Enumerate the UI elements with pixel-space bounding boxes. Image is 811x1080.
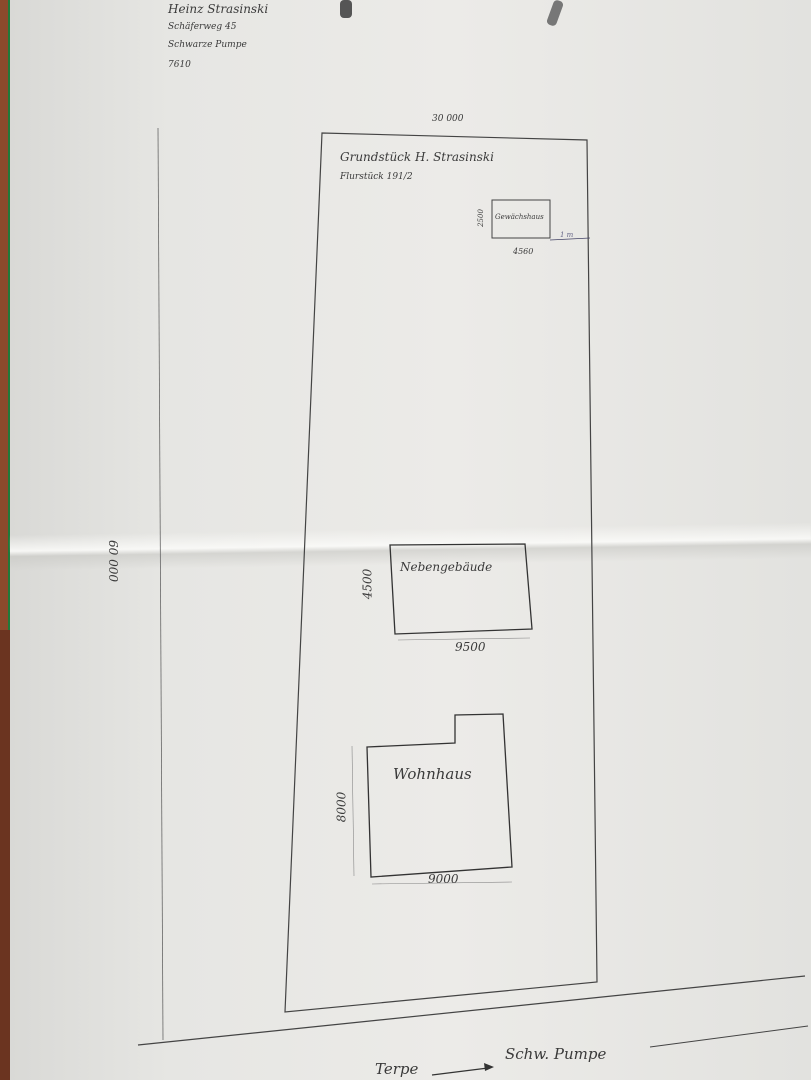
greenhouse-distance-note: 1 m	[560, 231, 574, 239]
greenhouse-width: 4560	[513, 247, 534, 256]
road-from-label: Terpe	[375, 1060, 419, 1078]
greenhouse-depth: 2500	[476, 209, 485, 227]
outbuilding-depth: 4500	[360, 568, 375, 600]
greenhouse-outline	[491, 199, 551, 239]
owner-street: Schäferweg 45	[168, 22, 237, 32]
owner-town: Schwarze Pumpe	[168, 40, 247, 50]
plot-length-label: 60 000	[106, 540, 120, 582]
house-label: Wohnhaus	[393, 765, 472, 783]
parcel-number: Flurstück 191/2	[340, 172, 413, 182]
house-width: 9000	[428, 872, 459, 886]
pin-icon	[340, 0, 352, 18]
house-depth: 8000	[334, 791, 349, 823]
outbuilding-width: 9500	[455, 640, 486, 654]
owner-name: Heinz Strasinski	[168, 2, 269, 16]
plot-title: Grundstück H. Strasinski	[340, 150, 494, 164]
arrow-right-icon	[431, 1067, 489, 1076]
plot-boundary	[284, 132, 598, 1013]
house-outline	[366, 713, 513, 878]
owner-postcode: 7610	[168, 60, 191, 70]
outbuilding-label: Nebengebäude	[400, 560, 493, 574]
table-surface	[0, 630, 10, 1080]
road-line	[649, 1025, 809, 1048]
road-to-label: Schw. Pumpe	[505, 1045, 607, 1063]
road-line	[137, 975, 806, 1046]
outbuilding-outline	[389, 543, 533, 635]
plot-width-label: 30 000	[432, 114, 464, 124]
greenhouse-label: Gewächshaus	[495, 213, 544, 221]
length-dimension-line	[157, 127, 164, 1041]
